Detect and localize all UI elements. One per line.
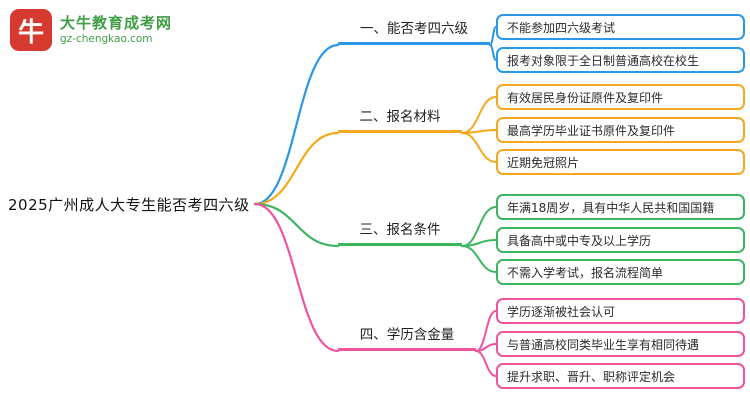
connector-path [253, 202, 340, 353]
leaf-node: 报考对象限于全日制普通高校在校生 [496, 47, 745, 73]
connector-path [489, 44, 497, 61]
leaf-node: 具备高中或中专及以上学历 [496, 227, 745, 253]
site-logo: 牛 大牛教育成考网 gz-chengkao.com [10, 9, 172, 51]
connector-path [253, 202, 340, 248]
leaf-node: 最高学历毕业证书原件及复印件 [496, 117, 745, 143]
leaf-node: 提升求职、晋升、职称评定机会 [496, 363, 745, 389]
site-name-text: 大牛教育成考网 [60, 13, 173, 32]
leaf-node: 学历逐渐被社会认可 [496, 298, 745, 324]
branch-node: 三、报名条件 [338, 216, 462, 246]
site-url-text: gz-chengkao.com [60, 33, 153, 46]
connector-path [253, 131, 340, 206]
connector-path [461, 245, 497, 273]
connector-path [475, 343, 497, 352]
branch-node: 四、学历含金量 [338, 321, 476, 351]
connector-path [461, 96, 497, 134]
bull-logo-char: 牛 [17, 17, 44, 48]
connector-path [461, 132, 497, 163]
leaf-node: 不需入学考试，报名流程简单 [496, 259, 745, 285]
connector-path [461, 239, 497, 247]
branch-node: 二、报名材料 [338, 103, 462, 133]
root-node: 2025广州成人大专生能否考四六级 [8, 195, 250, 214]
leaf-node: 与普通高校同类毕业生享有相同待遇 [496, 331, 745, 357]
logo-text: 大牛教育成考网 gz-chengkao.com [60, 14, 172, 46]
bull-logo-icon: 牛 [10, 9, 52, 51]
leaf-node: 有效居民身份证原件及复印件 [496, 84, 745, 110]
leaf-node: 不能参加四六级考试 [496, 14, 745, 40]
leaf-node: 年满18周岁，具有中华人民共和国国籍 [496, 194, 745, 220]
leaf-node: 近期免冠照片 [496, 149, 745, 175]
branch-node: 一、能否考四六级 [338, 15, 490, 45]
connector-path [475, 350, 497, 377]
connector-path [253, 43, 340, 206]
